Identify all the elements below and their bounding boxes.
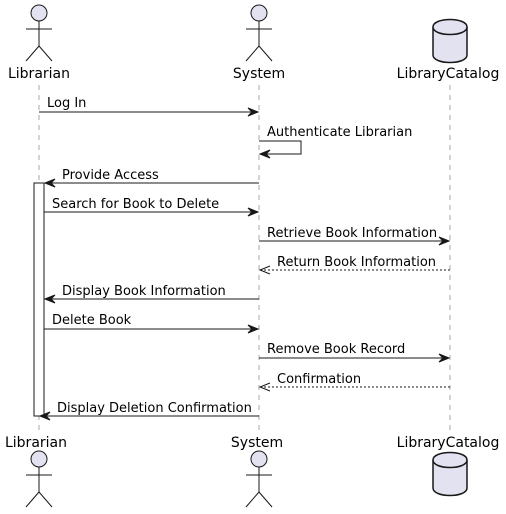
actor-leg-right bbox=[258, 45, 273, 62]
arrow-head bbox=[247, 324, 260, 334]
message-search-book: Search for Book to Delete bbox=[44, 197, 260, 217]
actor-leg-right bbox=[38, 45, 53, 62]
message-label: Authenticate Librarian bbox=[267, 125, 412, 140]
actor-head bbox=[250, 4, 268, 22]
message-label: Delete Book bbox=[52, 313, 132, 328]
actor-leg-left bbox=[25, 491, 40, 508]
message-log-in: Log In bbox=[39, 96, 260, 117]
participant-label: System bbox=[231, 435, 283, 451]
participant-catalog-top: LibraryCatalog bbox=[397, 18, 500, 82]
actor-leg-left bbox=[245, 45, 260, 62]
message-retrieve-book-info: Retrieve Book Information bbox=[259, 226, 451, 246]
arrow-head bbox=[258, 382, 271, 392]
arrow-head bbox=[258, 265, 271, 275]
actor-leg-right bbox=[258, 491, 273, 508]
participant-label: System bbox=[233, 66, 285, 82]
database-icon bbox=[432, 451, 468, 497]
message-label: Confirmation bbox=[277, 372, 361, 387]
participant-label: LibraryCatalog bbox=[397, 435, 500, 451]
message-label: Retrieve Book Information bbox=[267, 226, 437, 241]
message-display-deletion-confirmation: Display Deletion Confirmation bbox=[38, 401, 259, 421]
arrow-head bbox=[258, 149, 271, 159]
message-authenticate-librarian: Authenticate Librarian bbox=[258, 125, 412, 159]
message-label: Provide Access bbox=[62, 168, 159, 183]
participant-catalog-bottom: LibraryCatalog bbox=[397, 435, 500, 497]
participant-librarian-bottom: Librarian bbox=[5, 435, 67, 508]
participant-system-top: System bbox=[233, 4, 285, 82]
participant-system-bottom: System bbox=[231, 435, 283, 508]
arrow-head bbox=[438, 236, 451, 246]
actor-head bbox=[30, 450, 48, 468]
message-delete-book: Delete Book bbox=[44, 313, 260, 334]
arrow-head bbox=[43, 294, 56, 304]
message-display-book-info: Display Book Information bbox=[43, 284, 259, 304]
actor-leg-left bbox=[245, 491, 260, 508]
participant-label: Librarian bbox=[8, 66, 70, 82]
message-return-book-info: Return Book Information bbox=[258, 255, 450, 275]
message-label: Log In bbox=[47, 96, 86, 111]
actor-head bbox=[250, 450, 268, 468]
message-label: Display Book Information bbox=[62, 284, 226, 299]
message-confirmation: Confirmation bbox=[258, 372, 450, 392]
message-label: Return Book Information bbox=[277, 255, 436, 270]
arrow-head bbox=[38, 411, 51, 421]
actor-head bbox=[30, 4, 48, 22]
message-label: Remove Book Record bbox=[267, 342, 405, 357]
arrow-head bbox=[247, 107, 260, 117]
participant-label: LibraryCatalog bbox=[397, 66, 500, 82]
message-arrow bbox=[259, 140, 302, 155]
actor-leg-left bbox=[25, 45, 40, 62]
database-icon-rim bbox=[432, 26, 468, 36]
arrow-head bbox=[43, 178, 56, 188]
database-icon bbox=[432, 18, 468, 64]
actor-leg-right bbox=[38, 491, 53, 508]
participant-librarian-top: Librarian bbox=[8, 4, 70, 82]
message-label: Search for Book to Delete bbox=[52, 197, 219, 212]
arrow-head bbox=[247, 207, 260, 217]
message-label: Display Deletion Confirmation bbox=[57, 401, 252, 416]
participant-label: Librarian bbox=[5, 435, 67, 451]
database-icon-rim bbox=[432, 459, 468, 469]
arrow-head bbox=[438, 353, 451, 363]
librarian-activation-bar bbox=[33, 182, 45, 417]
message-provide-access: Provide Access bbox=[43, 168, 259, 188]
message-remove-book-record: Remove Book Record bbox=[259, 342, 451, 363]
